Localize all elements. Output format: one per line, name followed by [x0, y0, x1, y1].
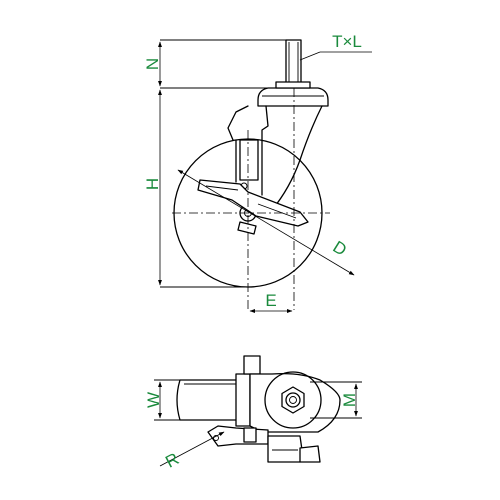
e-label: E: [265, 291, 276, 310]
hex-nut: [281, 386, 305, 414]
w-label: W: [144, 392, 163, 408]
thread-leader-line: [299, 51, 321, 61]
thread-label: T×L: [332, 32, 362, 51]
n-label: N: [143, 58, 162, 70]
stem-bore-inner: [289, 396, 297, 404]
d-label: D: [329, 237, 349, 260]
m-label: M: [340, 393, 359, 407]
r-label: R: [162, 449, 182, 472]
threaded-stem: [285, 39, 302, 89]
raceway-outer: [264, 371, 322, 429]
r-dimension-line: [159, 431, 225, 467]
brake-pedal: [237, 221, 257, 235]
top-view: W M R: [144, 355, 362, 472]
wheel-top-profile: [176, 379, 239, 421]
axle-nut-top: [243, 355, 261, 375]
fork-plate-left: [235, 373, 251, 427]
side-view: N H T×L: [143, 32, 372, 313]
stem-bore: [285, 392, 301, 408]
h-label: H: [143, 178, 162, 190]
brake-pedal-top: [207, 425, 321, 463]
d-dimension-line: [177, 169, 355, 276]
swivel-head: [257, 81, 329, 107]
